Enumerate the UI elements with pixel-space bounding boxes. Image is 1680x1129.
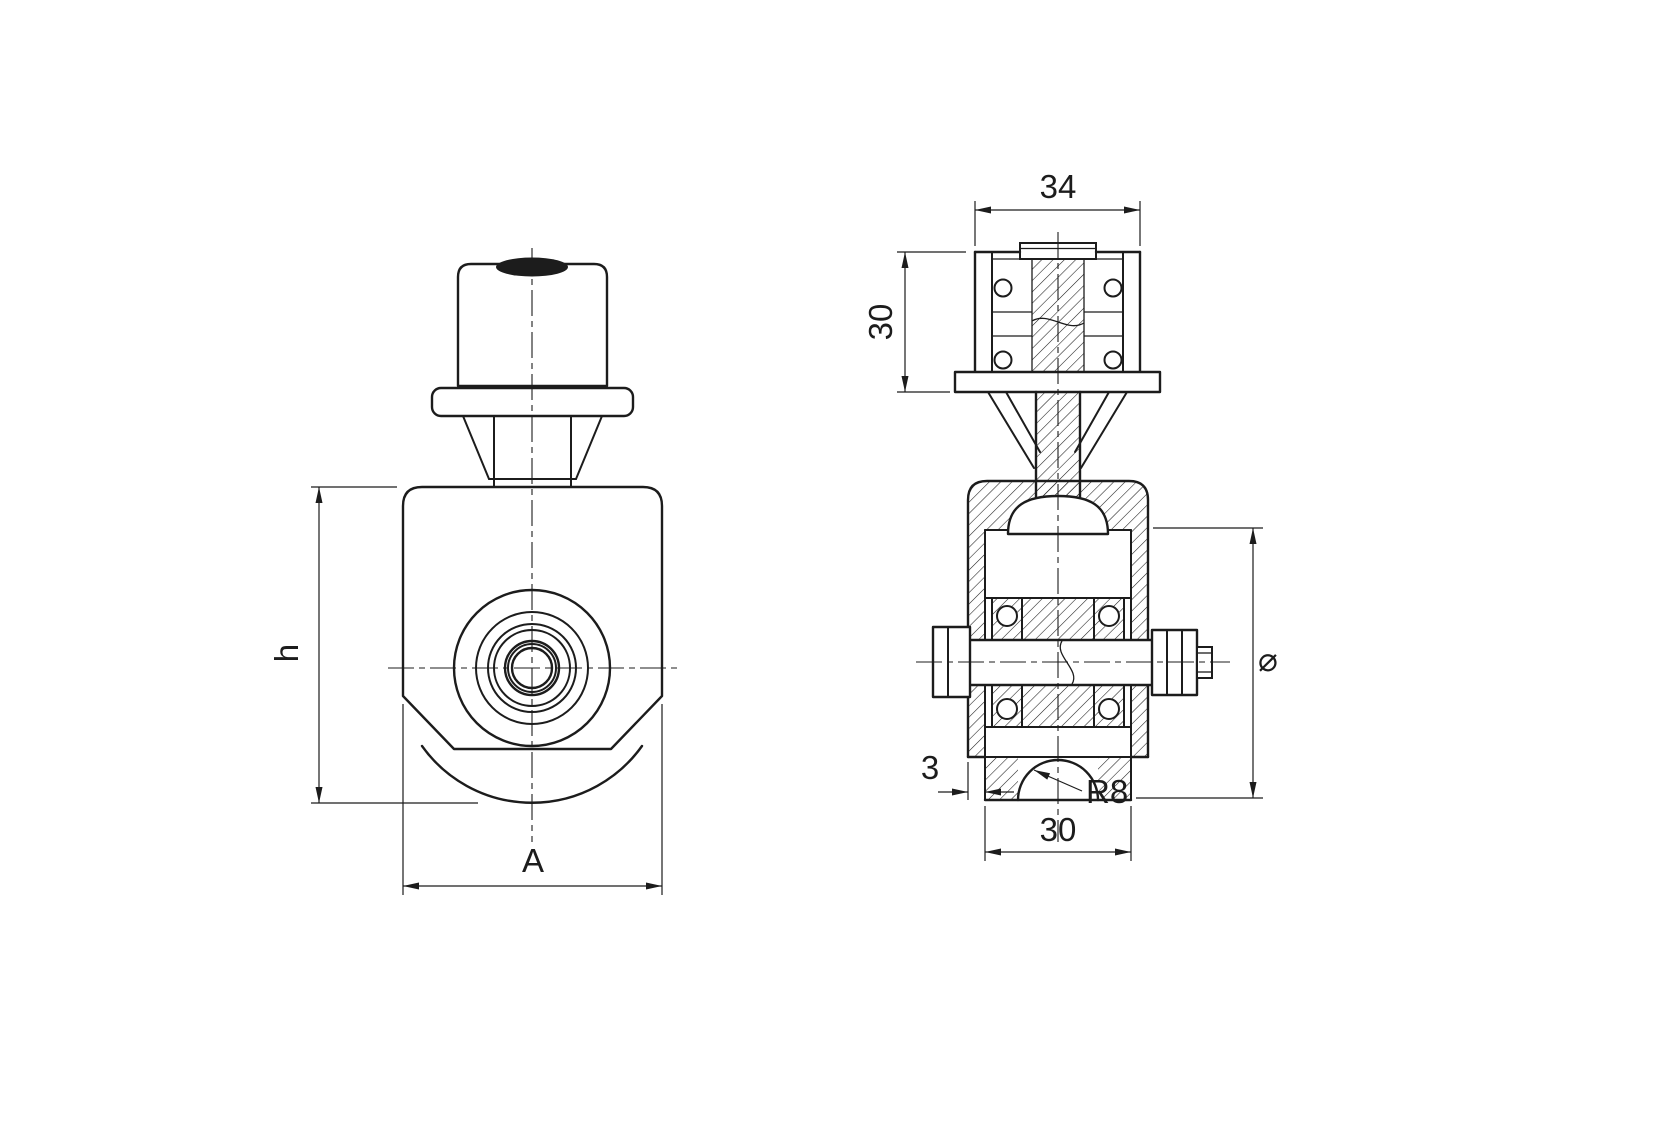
dim-h: h — [268, 486, 478, 804]
bearing-ball — [1098, 605, 1120, 627]
dim-a-label: A — [522, 842, 544, 879]
dim-r8: R8 — [1033, 769, 1128, 810]
dim-3: 3 — [921, 749, 1014, 800]
dim-diameter: ⌀ — [1136, 527, 1278, 799]
bracket-ball — [993, 278, 1013, 298]
dim-h-label: h — [268, 644, 305, 662]
dim-30-wheel-label: 30 — [1040, 811, 1077, 848]
dim-r8-label: R8 — [1086, 773, 1128, 810]
dim-30-wheel: 30 — [984, 806, 1132, 861]
front-centerlines — [388, 248, 678, 842]
bracket-ball — [1103, 278, 1123, 298]
bracket-ball — [993, 350, 1013, 370]
dim-30-bracket-label: 30 — [862, 304, 899, 341]
side-view: 34 30 ⌀ 3 R8 — [862, 168, 1278, 861]
bearing-ball — [1098, 698, 1120, 720]
dim-30-bracket: 30 — [862, 251, 966, 393]
side-gussets — [987, 391, 1128, 469]
front-view: h A — [268, 248, 678, 895]
dim-diameter-label: ⌀ — [1258, 641, 1278, 678]
bearing-ball — [996, 605, 1018, 627]
bearing-ball — [996, 698, 1018, 720]
dim-34: 34 — [974, 168, 1141, 246]
dim-a: A — [402, 704, 663, 895]
dim-3-label: 3 — [921, 749, 939, 786]
side-bracket — [973, 242, 1142, 374]
dim-34-label: 34 — [1040, 168, 1077, 205]
side-centerlines — [916, 232, 1230, 842]
bracket-ball — [1103, 350, 1123, 370]
